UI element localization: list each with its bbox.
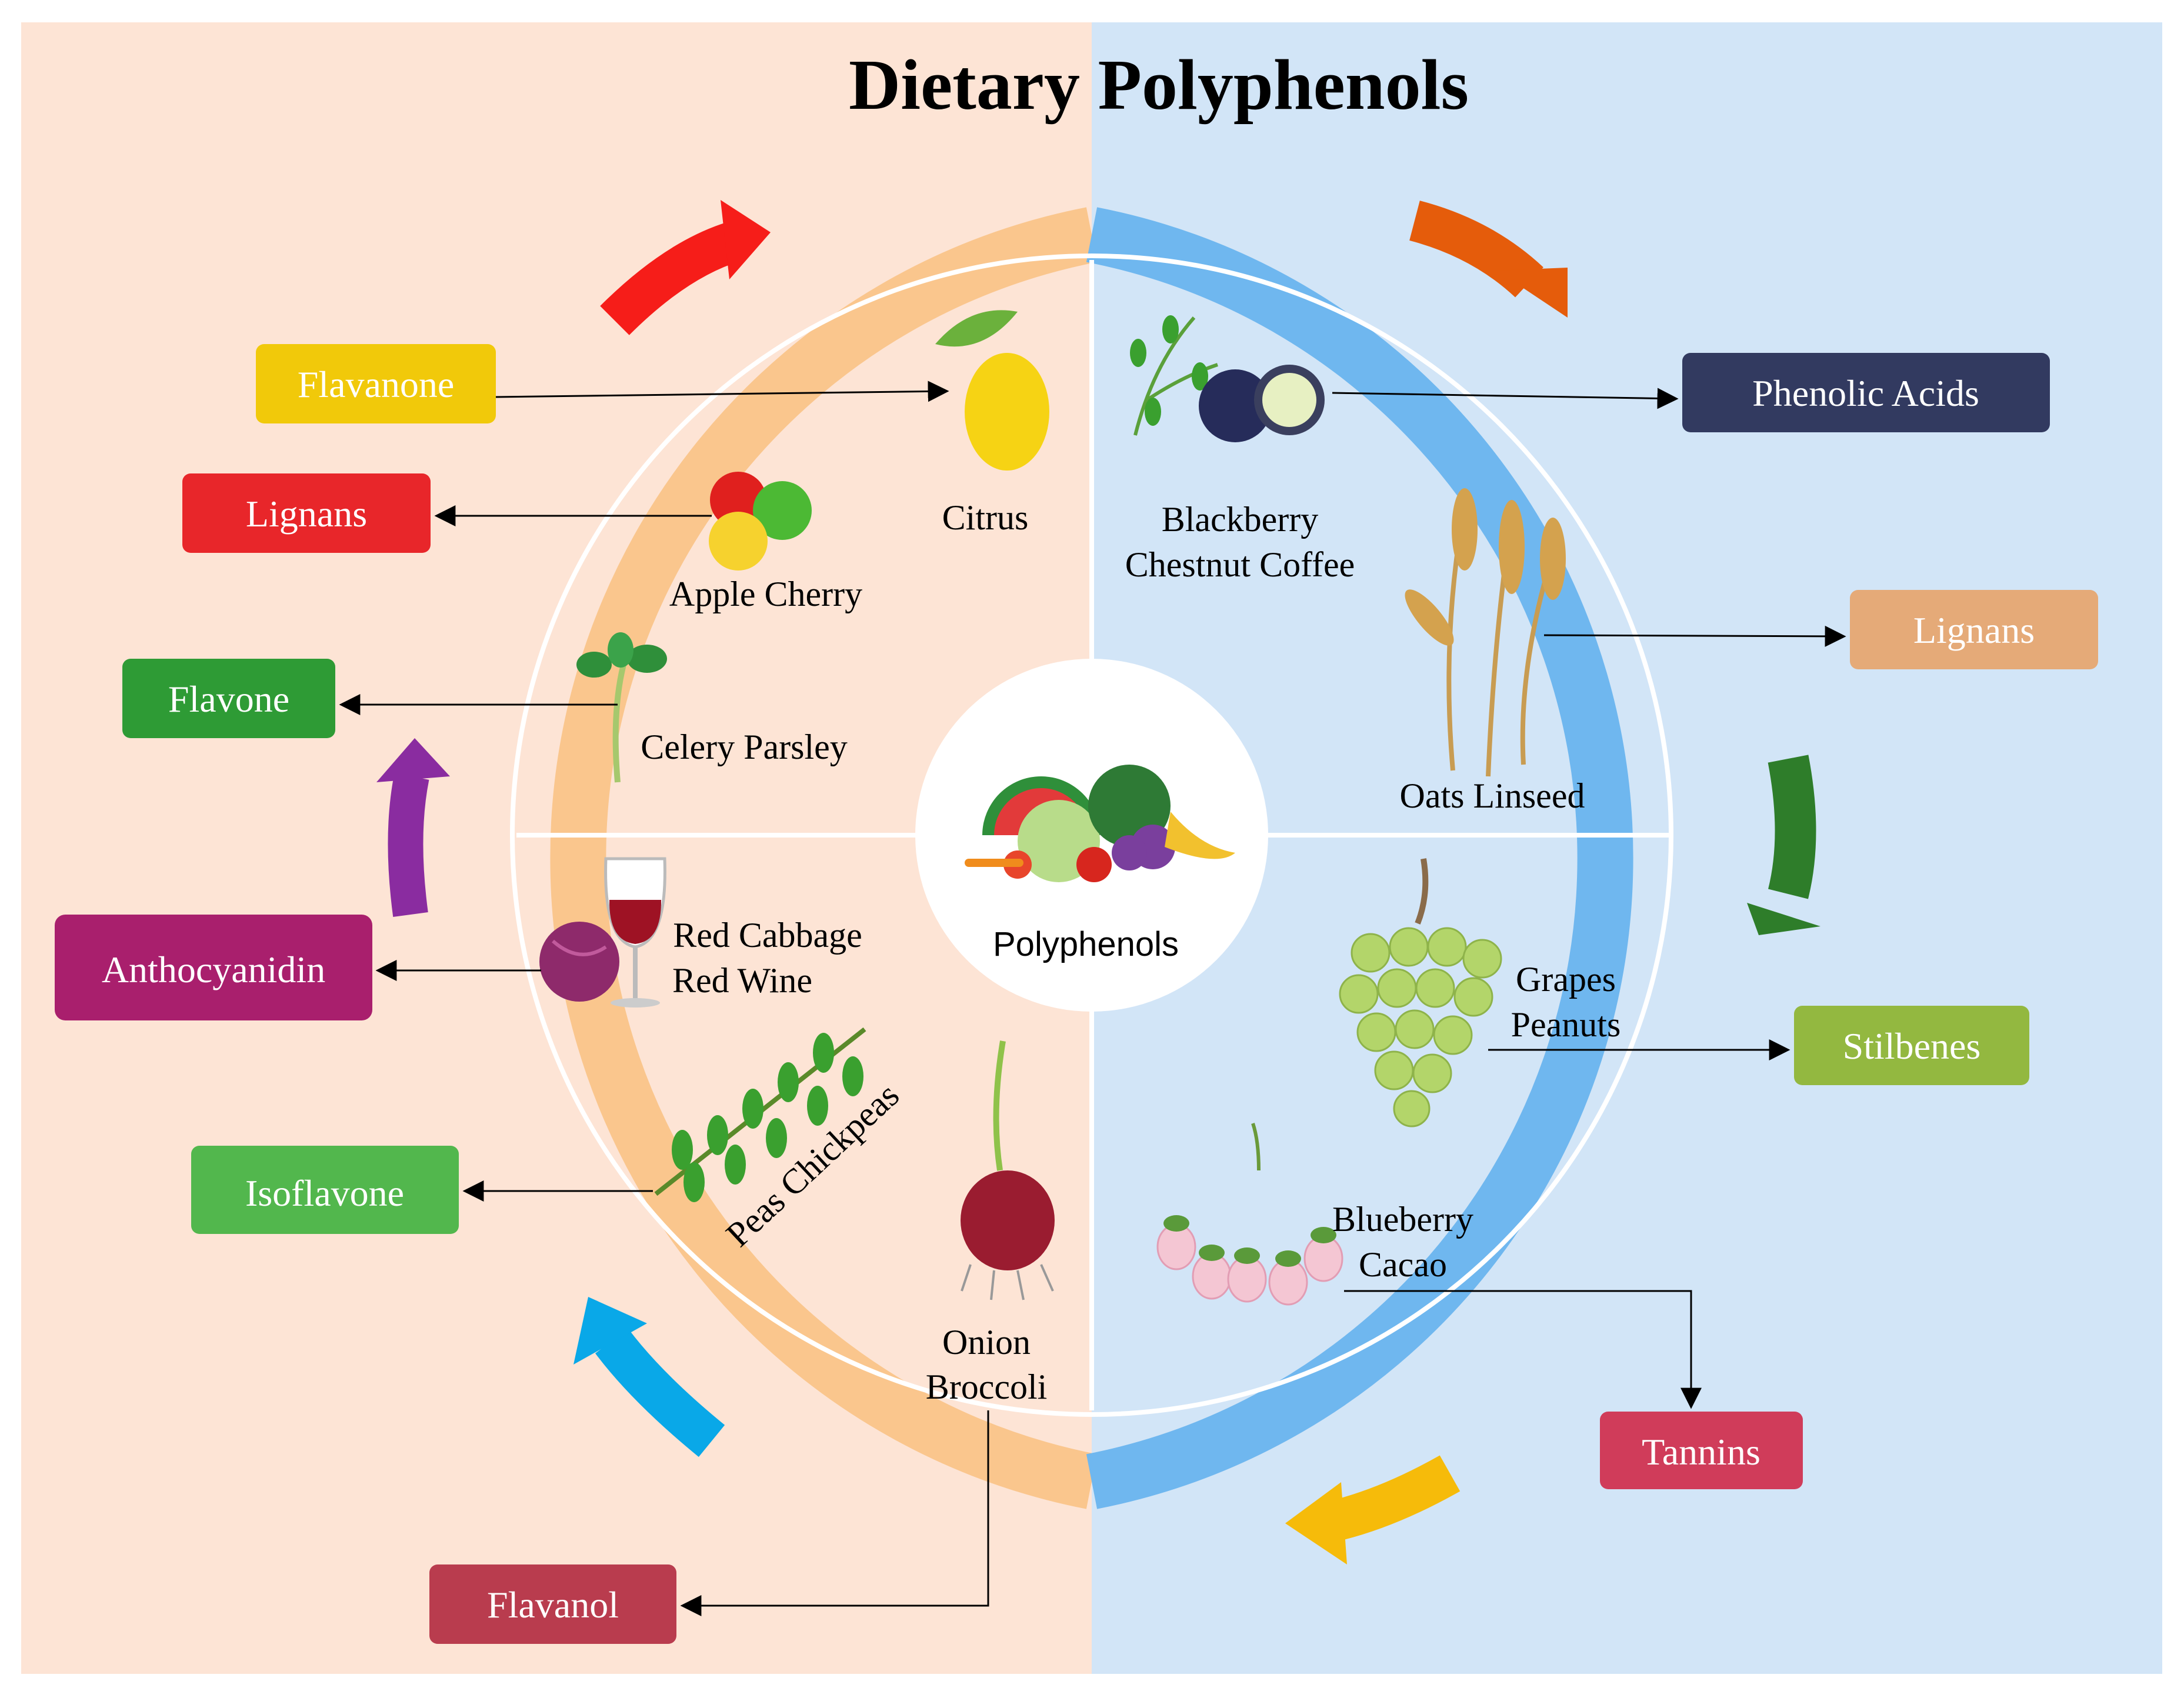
- svg-text:Lignans: Lignans: [1913, 609, 2035, 651]
- food-label-red-wine: Red Wine: [672, 961, 812, 1000]
- apples-icon: [709, 472, 812, 571]
- cycle-arrow-red: [600, 200, 771, 335]
- class-box-stilbenes: Stilbenes: [1794, 1006, 2029, 1085]
- svg-text:Anthocyanidin: Anthocyanidin: [102, 949, 325, 990]
- food-label-cacao: Cacao: [1359, 1245, 1447, 1284]
- cycle-arrow-orange: [1409, 201, 1568, 318]
- food-label-apple-cherry: Apple Cherry: [669, 575, 862, 613]
- food-label-chestnut-coffee: Chestnut Coffee: [1125, 545, 1355, 584]
- cycle-arrow-green: [1747, 755, 1820, 935]
- connector-phenolic-acids: [1332, 388, 1679, 409]
- page-title: Dietary Polyphenols: [849, 45, 1469, 125]
- class-box-tannins: Tannins: [1600, 1412, 1803, 1489]
- class-box-phenolic-acids: Phenolic Acids: [1682, 353, 2050, 432]
- connector-flavanone: [495, 381, 949, 402]
- onion-icon: [961, 1040, 1055, 1300]
- class-box-anthocyanidin: Anthocyanidin: [55, 915, 372, 1020]
- lemon-icon: [935, 310, 1049, 471]
- food-label-celery-parsley: Celery Parsley: [641, 728, 848, 766]
- svg-text:Phenolic Acids: Phenolic Acids: [1752, 372, 1979, 414]
- left-ring: [550, 207, 1098, 1509]
- class-box-flavanol: Flavanol: [429, 1564, 676, 1644]
- grapes-icon: [1339, 858, 1502, 1127]
- class-box-flavone: Flavone: [122, 659, 335, 738]
- connector-flavanol: [680, 1410, 989, 1616]
- connector-lignans-right: [1543, 625, 1846, 647]
- mixed-produce-icon: [965, 765, 1235, 882]
- food-label-oats-linseed: Oats Linseed: [1400, 776, 1585, 815]
- red-wine-glass-icon: [604, 857, 666, 1008]
- connector-tannins: [1344, 1290, 1702, 1409]
- food-label-red-cabbage: Red Cabbage: [673, 916, 862, 955]
- svg-text:Stilbenes: Stilbenes: [1843, 1025, 1981, 1067]
- svg-text:Tannins: Tannins: [1642, 1431, 1760, 1473]
- class-box-lignans-left: Lignans: [182, 473, 431, 553]
- class-box-isoflavone: Isoflavone: [191, 1146, 459, 1234]
- food-label-citrus: Citrus: [942, 498, 1029, 537]
- blackberry-plant-icon: [1130, 315, 1325, 442]
- svg-text:Flavanone: Flavanone: [298, 363, 455, 405]
- svg-text:Flavone: Flavone: [168, 678, 289, 720]
- food-label-blackberry: Blackberry: [1162, 500, 1319, 539]
- red-cabbage-icon: [539, 922, 619, 1002]
- food-label-blueberry: Blueberry: [1332, 1200, 1473, 1239]
- svg-text:Flavanol: Flavanol: [487, 1584, 619, 1626]
- pea-plant-icon: [654, 1027, 866, 1202]
- inner-circle-outline: [510, 253, 1673, 1417]
- food-label-broccoli: Broccoli: [926, 1367, 1048, 1406]
- food-label-onion: Onion: [942, 1323, 1031, 1362]
- right-ring: [1086, 207, 1633, 1509]
- cycle-arrow-blue: [573, 1297, 725, 1457]
- class-box-flavanone: Flavanone: [256, 344, 496, 423]
- svg-text:Isoflavone: Isoflavone: [245, 1172, 404, 1214]
- cycle-arrow-yellow: [1285, 1455, 1461, 1564]
- food-label-peanuts: Peanuts: [1511, 1005, 1621, 1044]
- food-label-grapes: Grapes: [1516, 960, 1616, 999]
- wheat-icon: [1405, 488, 1566, 777]
- cycle-arrow-purple: [376, 738, 450, 917]
- svg-text:Lignans: Lignans: [246, 493, 367, 535]
- celery-sprout-icon: [576, 632, 667, 783]
- class-box-lignans-right: Lignans: [1850, 590, 2098, 669]
- blueberry-flower-icon: [1156, 1123, 1343, 1306]
- center-label: Polyphenols: [993, 925, 1179, 963]
